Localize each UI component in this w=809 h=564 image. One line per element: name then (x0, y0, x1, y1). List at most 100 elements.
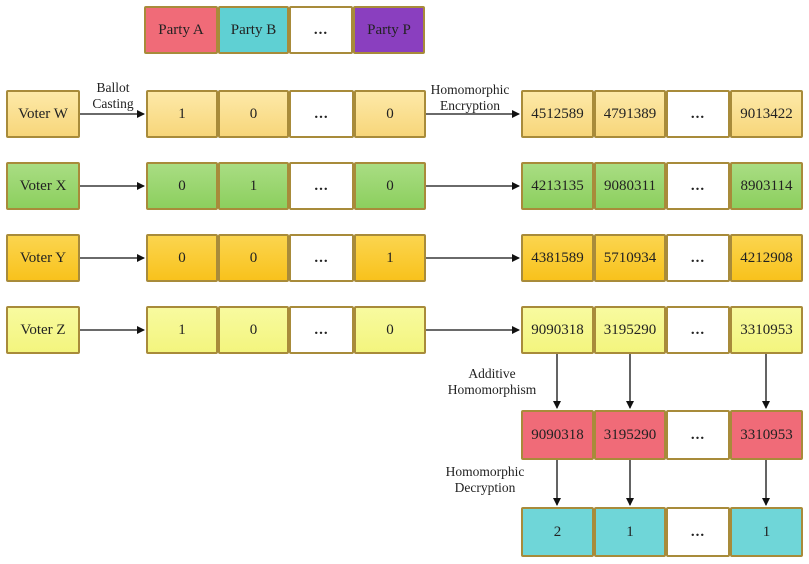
party-b-label: Party B (230, 21, 277, 38)
sum-value-3: ... (690, 426, 706, 443)
voter-z-box: Voter Z (6, 306, 80, 354)
enc-y-cell-2: 5710934 (594, 234, 666, 282)
ballot-z-value-1: 1 (178, 321, 186, 338)
enc-w-value-4: 9013422 (740, 105, 793, 122)
ballot-x-value-4: 0 (386, 177, 394, 194)
sum-value-1: 9090318 (531, 426, 584, 443)
ballot-w-value-3: ... (314, 105, 329, 122)
sum-cell-1: 9090318 (521, 410, 594, 460)
additive-homomorphism-line-1: Additive (468, 366, 516, 381)
enc-w-cell-2: 4791389 (594, 90, 666, 138)
enc-z-value-4: 3310953 (740, 321, 793, 338)
party-ellipsis-box: ... (289, 6, 353, 54)
ballot-w-cell-3: ... (289, 90, 354, 138)
sum-cell-3: ... (666, 410, 730, 460)
party-a-box: Party A (144, 6, 218, 54)
ballot-z-cell-4: 0 (354, 306, 426, 354)
ballot-x-cell-3: ... (289, 162, 354, 210)
enc-y-value-4: 4212908 (740, 249, 793, 266)
voter-w-box: Voter W (6, 90, 80, 138)
party-a-label: Party A (158, 21, 204, 38)
enc-z-value-2: 3195290 (603, 321, 657, 338)
ballot-y-value-3: ... (314, 249, 329, 266)
enc-z-cell-2: 3195290 (594, 306, 666, 354)
ballot-y-value-4: 1 (386, 249, 394, 266)
ballot-w-value-1: 1 (178, 105, 186, 122)
ballot-y-value-2: 0 (249, 249, 258, 266)
ballot-x-value-1: 0 (178, 177, 186, 194)
enc-z-cell-1: 9090318 (521, 306, 594, 354)
ballot-casting-line-2: Casting (92, 96, 134, 111)
party-b-box: Party B (218, 6, 289, 54)
enc-x-value-2: 9080311 (604, 177, 656, 194)
result-cell-4: 1 (730, 507, 803, 557)
enc-z-cell-4: 3310953 (730, 306, 803, 354)
homomorphic-decryption-line-1: Homomorphic (445, 464, 525, 479)
ballot-y-cell-3: ... (289, 234, 354, 282)
enc-w-cell-1: 4512589 (521, 90, 594, 138)
voter-z-label: Voter Z (20, 321, 66, 338)
enc-y-cell-1: 4381589 (521, 234, 594, 282)
enc-y-cell-4: 4212908 (730, 234, 803, 282)
ballot-y-cell-2: 0 (218, 234, 289, 282)
enc-x-cell-2: 9080311 (594, 162, 666, 210)
voter-y-label: Voter Y (19, 249, 67, 266)
enc-x-value-3: ... (690, 177, 706, 194)
result-cell-3: ... (666, 507, 730, 557)
voter-y-box: Voter Y (6, 234, 80, 282)
ballot-z-value-4: 0 (386, 321, 394, 338)
ballot-w-cell-4: 0 (354, 90, 426, 138)
ballot-z-value-2: 0 (249, 321, 258, 338)
ballot-w-value-4: 0 (386, 105, 394, 122)
voter-x-box: Voter X (6, 162, 80, 210)
ballot-x-value-2: 1 (249, 177, 258, 194)
sum-cell-2: 3195290 (594, 410, 666, 460)
enc-z-cell-3: ... (666, 306, 730, 354)
result-value-3: ... (690, 523, 706, 540)
enc-y-value-2: 5710934 (603, 249, 657, 266)
enc-x-value-1: 4213135 (531, 177, 584, 194)
enc-w-value-3: ... (690, 105, 706, 122)
enc-z-value-1: 9090318 (531, 321, 584, 338)
enc-x-cell-4: 8903114 (730, 162, 803, 210)
ballot-y-cell-1: 0 (146, 234, 218, 282)
party-ellipsis-label: ... (313, 21, 329, 38)
party-p-box: Party P (353, 6, 425, 54)
sum-cell-4: 3310953 (730, 410, 803, 460)
result-value-2: 1 (626, 523, 634, 540)
ballot-y-value-1: 0 (178, 249, 186, 266)
ballot-z-value-3: ... (314, 321, 329, 338)
ballot-z-cell-3: ... (289, 306, 354, 354)
enc-y-value-1: 4381589 (531, 249, 584, 266)
ballot-w-cell-1: 1 (146, 90, 218, 138)
additive-homomorphism-label: Additive Homomorphism (434, 366, 550, 398)
ballot-x-value-3: ... (314, 177, 329, 194)
enc-w-value-2: 4791389 (603, 105, 657, 122)
additive-homomorphism-line-2: Homomorphism (447, 382, 537, 397)
enc-w-cell-4: 9013422 (730, 90, 803, 138)
ballot-y-cell-4: 1 (354, 234, 426, 282)
enc-x-value-4: 8903114 (740, 177, 793, 194)
ballot-z-cell-2: 0 (218, 306, 289, 354)
enc-y-cell-3: ... (666, 234, 730, 282)
result-value-1: 2 (553, 523, 562, 540)
voter-w-label: Voter W (18, 105, 68, 122)
enc-y-value-3: ... (690, 249, 706, 266)
enc-x-cell-3: ... (666, 162, 730, 210)
ballot-z-cell-1: 1 (146, 306, 218, 354)
party-p-label: Party P (367, 21, 411, 38)
ballot-w-cell-2: 0 (218, 90, 289, 138)
result-value-4: 1 (762, 523, 771, 540)
ballot-x-cell-2: 1 (218, 162, 289, 210)
homomorphic-decryption-line-2: Decryption (454, 480, 516, 495)
enc-x-cell-1: 4213135 (521, 162, 594, 210)
sum-value-4: 3310953 (740, 426, 793, 443)
enc-z-value-3: ... (690, 321, 706, 338)
ballot-x-cell-4: 0 (354, 162, 426, 210)
result-cell-1: 2 (521, 507, 594, 557)
homomorphic-decryption-label: Homomorphic Decryption (432, 464, 538, 496)
result-cell-2: 1 (594, 507, 666, 557)
enc-w-cell-3: ... (666, 90, 730, 138)
enc-w-value-1: 4512589 (531, 105, 584, 122)
